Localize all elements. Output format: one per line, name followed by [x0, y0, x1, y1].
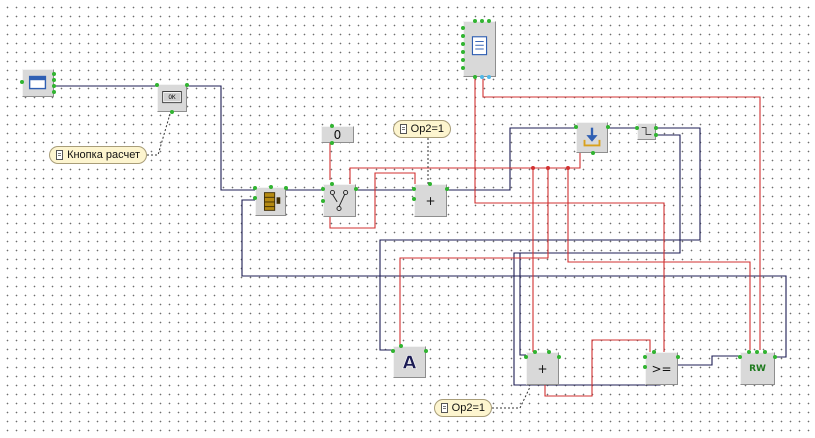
- wire-download-bus: [349, 152, 581, 184]
- link-button-comment: [147, 113, 171, 156]
- wire-timer-to-compare: [513, 134, 681, 386]
- window-icon: [28, 75, 47, 90]
- op2-comment-top[interactable]: Op2=1: [393, 120, 451, 138]
- wire-memo-to-rw: [482, 78, 761, 350]
- wire-memo-to-compare: [474, 78, 665, 352]
- const-zero-block[interactable]: 0: [321, 124, 354, 145]
- stack-icon: [263, 192, 281, 211]
- form-block[interactable]: [20, 69, 56, 97]
- op2-comment-bottom[interactable]: Op2=1: [434, 399, 492, 417]
- ok-button-icon: [162, 91, 182, 104]
- memo-block[interactable]: [461, 19, 496, 79]
- wire-bus-to-rw: [567, 168, 751, 350]
- junction-dot: [546, 166, 550, 170]
- download-icon: [583, 127, 601, 147]
- wire-plus-to-compare: [544, 339, 651, 397]
- link-op2-bottom: [492, 386, 531, 409]
- letter-a-icon: A: [402, 352, 417, 374]
- wire-plus-bottom-in: [519, 253, 526, 356]
- plus-bottom-label: +: [537, 361, 548, 376]
- download-block[interactable]: [574, 122, 610, 155]
- switch-block[interactable]: [321, 182, 358, 217]
- wire-switch-loop: [329, 172, 416, 229]
- const-zero-value: 0: [333, 127, 342, 142]
- ok-button-caption: OK: [168, 93, 176, 101]
- navy-wires: [54, 85, 787, 386]
- counter-block[interactable]: [253, 185, 288, 216]
- wire-junctions: [531, 166, 570, 170]
- letter-a-glyph: A: [403, 353, 417, 374]
- red-wires: [329, 78, 761, 397]
- button-comment[interactable]: Кнопка расчет: [49, 146, 147, 164]
- switch-icon: [329, 189, 349, 212]
- wire-counter-loop: [241, 199, 787, 358]
- junction-dot: [531, 166, 535, 170]
- plus-top-label: +: [425, 193, 436, 208]
- wire-bus-to-a: [399, 168, 549, 346]
- plus-bottom-block[interactable]: +: [524, 350, 561, 385]
- ok-button-block[interactable]: OK: [155, 83, 189, 114]
- timer-block[interactable]: [635, 123, 658, 140]
- compare-label: >=: [651, 361, 672, 376]
- note-icon: [56, 150, 64, 160]
- op2-comment-top-text: Op2=1: [410, 123, 444, 135]
- rw-label: RW: [749, 363, 766, 374]
- junction-dot: [566, 166, 570, 170]
- wire-timer-loop: [379, 127, 701, 351]
- note-icon: [400, 124, 407, 134]
- compare-block[interactable]: >=: [643, 350, 680, 385]
- button-comment-text: Кнопка расчет: [67, 149, 140, 161]
- wire-compare-to-rw: [678, 355, 740, 366]
- timer-icon: [641, 127, 652, 136]
- note-icon: [441, 403, 448, 413]
- wire-plus-to-download: [446, 127, 576, 191]
- text-output-block[interactable]: A: [391, 344, 428, 378]
- op2-comment-bottom-text: Op2=1: [451, 402, 485, 414]
- rw-block[interactable]: RW: [738, 350, 777, 385]
- comment-links: [147, 113, 531, 409]
- wire-button-to-counter: [186, 85, 255, 191]
- document-icon: [471, 36, 488, 56]
- plus-top-block[interactable]: +: [412, 182, 449, 217]
